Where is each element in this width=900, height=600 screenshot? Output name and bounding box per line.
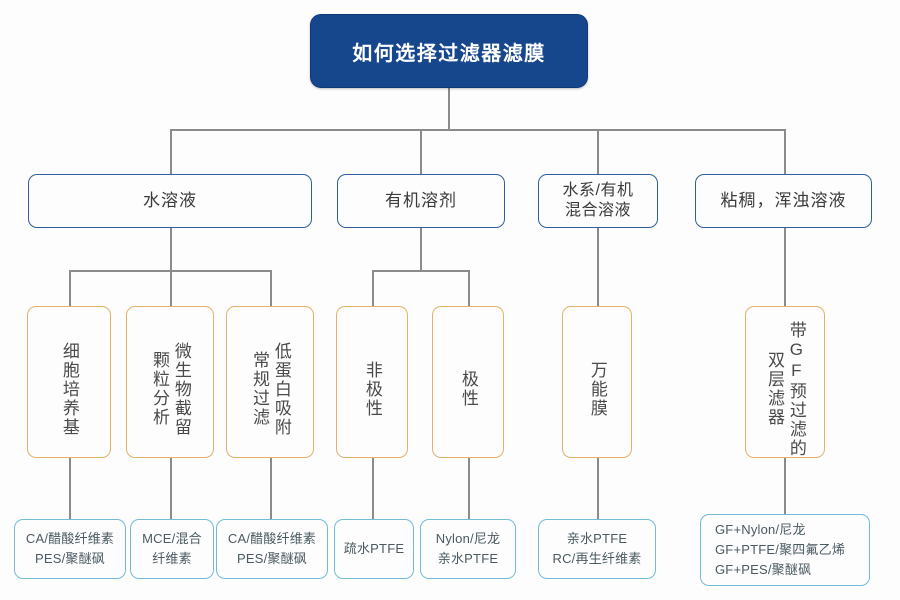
node-nonpolar[interactable]: 非极性	[336, 306, 408, 458]
membrane-line: GF+PTFE/聚四氟乙烯	[715, 541, 846, 557]
node-organic[interactable]: 有机溶剂	[337, 174, 505, 228]
node-polar[interactable]: 极性	[432, 306, 504, 458]
node-polar-col1: 极性	[458, 370, 478, 408]
vertical-text-group: 非极性	[362, 321, 382, 457]
node-gf-prefilter-col2: 双层滤器	[765, 351, 784, 427]
connector-bus-to-organic	[420, 129, 422, 174]
node-lowprotein-routine-col2: 常规过滤	[250, 351, 269, 427]
membrane-line: CA/醋酸纤维素	[227, 530, 317, 546]
vertical-text-group: 微生物截留 颗粒分析	[150, 321, 191, 457]
node-membrane-gf-combo[interactable]: GF+Nylon/尼龙 GF+PTFE/聚四氟乙烯 GF+PES/聚醚砜	[700, 514, 870, 586]
node-lowprotein-routine-col1: 低蛋白吸附	[271, 341, 291, 437]
connector-aqueous-down	[170, 228, 172, 271]
node-membrane-ptfe-rc[interactable]: 亲水PTFE RC/再生纤维素	[538, 519, 656, 579]
connector-aqueous-to-lowprotein	[270, 270, 272, 306]
connector-gf-to-membrane	[784, 458, 786, 519]
vertical-text-group: 带GF预过滤的 双层滤器	[765, 321, 806, 458]
connector-viscous-to-gf	[784, 228, 786, 306]
node-aqueous-label: 水溶液	[143, 191, 197, 211]
connector-aqueous-to-microbe	[170, 270, 172, 306]
connector-microbe-to-membrane	[170, 458, 172, 519]
membrane-line: PES/聚醚砜	[236, 551, 308, 566]
connector-organic-down	[420, 228, 422, 271]
membrane-line: Nylon/尼龙	[435, 530, 501, 546]
node-universal-membrane-col1: 万能膜	[587, 360, 607, 418]
membrane-line: GF+PES/聚醚砜	[715, 562, 812, 578]
node-mixed[interactable]: 水系/有机 混合溶液	[538, 174, 658, 228]
node-organic-label: 有机溶剂	[385, 191, 457, 211]
node-microbe-particle-col1: 微生物截留	[171, 341, 191, 437]
node-microbe-particle[interactable]: 微生物截留 颗粒分析	[126, 306, 214, 458]
node-universal-membrane[interactable]: 万能膜	[562, 306, 632, 458]
node-membrane-nylon-ptfe[interactable]: Nylon/尼龙 亲水PTFE	[420, 519, 516, 579]
connector-organic-to-nonpolar	[372, 270, 374, 306]
connector-title-down	[448, 88, 450, 130]
node-nonpolar-col1: 非极性	[362, 360, 382, 418]
connector-mixed-to-universal	[597, 228, 599, 306]
connector-organic-bus	[372, 270, 469, 272]
node-cell-culture[interactable]: 细胞培养基	[27, 306, 111, 458]
node-gf-prefilter-col1: 带GF预过滤的	[786, 321, 806, 458]
connector-bus-to-mixed	[597, 129, 599, 174]
diagram-title-node[interactable]: 如何选择过滤器滤膜	[310, 14, 588, 88]
connector-lowprotein-to-membrane	[270, 458, 272, 519]
connector-polar-to-membrane	[468, 458, 470, 519]
membrane-line: MCE/混合	[142, 530, 202, 546]
node-viscous[interactable]: 粘稠，浑浊溶液	[695, 174, 872, 228]
connector-bus-to-aqueous	[170, 129, 172, 174]
node-lowprotein-routine[interactable]: 低蛋白吸附 常规过滤	[226, 306, 314, 458]
membrane-line: PES/聚醚砜	[34, 551, 106, 566]
membrane-line: 亲水PTFE	[437, 551, 499, 566]
vertical-text-group: 万能膜	[587, 321, 607, 457]
node-mixed-label-line1: 水系/有机	[562, 182, 634, 199]
connector-universal-to-membrane	[597, 458, 599, 519]
membrane-line: 亲水PTFE	[566, 530, 628, 546]
membrane-line: 疏水PTFE	[343, 540, 405, 556]
connector-organic-to-polar	[468, 270, 470, 306]
membrane-line: RC/再生纤维素	[552, 551, 642, 566]
diagram-title-label: 如何选择过滤器滤膜	[352, 42, 546, 65]
vertical-text-group: 低蛋白吸附 常规过滤	[250, 321, 291, 457]
node-microbe-particle-col2: 颗粒分析	[150, 351, 169, 427]
node-mixed-label-line2: 混合溶液	[564, 202, 631, 219]
node-cell-culture-col1: 细胞培养基	[59, 341, 79, 437]
vertical-text-group: 细胞培养基	[59, 321, 79, 457]
membrane-line: GF+Nylon/尼龙	[715, 521, 806, 537]
connector-aqueous-to-cell-culture	[69, 270, 71, 306]
membrane-line: CA/醋酸纤维素	[25, 530, 115, 546]
node-membrane-mce[interactable]: MCE/混合 纤维素	[130, 519, 214, 579]
vertical-text-group: 极性	[458, 321, 478, 457]
connector-level2-bus	[170, 129, 786, 131]
node-aqueous[interactable]: 水溶液	[28, 174, 312, 228]
node-membrane-ca-pes-2[interactable]: CA/醋酸纤维素 PES/聚醚砜	[216, 519, 328, 579]
connector-nonpolar-to-membrane	[372, 458, 374, 519]
connector-bus-to-viscous	[784, 129, 786, 174]
node-viscous-label: 粘稠，浑浊溶液	[720, 191, 847, 211]
node-membrane-hydrophobic-ptfe[interactable]: 疏水PTFE	[334, 519, 414, 579]
membrane-line: 纤维素	[152, 551, 192, 566]
node-gf-prefilter[interactable]: 带GF预过滤的 双层滤器	[745, 306, 825, 458]
connector-cell-culture-to-membrane	[69, 458, 71, 519]
node-membrane-ca-pes-1[interactable]: CA/醋酸纤维素 PES/聚醚砜	[14, 519, 126, 579]
